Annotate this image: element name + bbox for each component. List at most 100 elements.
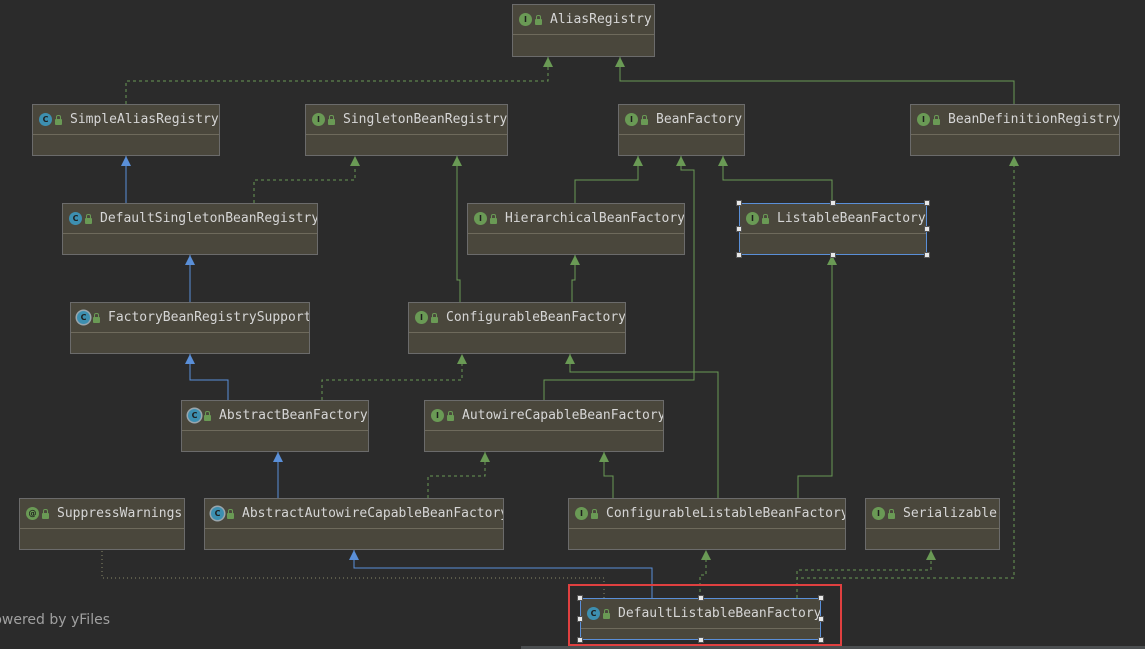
- edge-extends-interface: [571, 255, 576, 302]
- selection-handle[interactable]: [577, 616, 583, 622]
- node-header: I ConfigurableBeanFactory: [409, 303, 625, 333]
- edge-extends-interface: [722, 156, 833, 203]
- public-lock-icon: [55, 114, 62, 125]
- selection-handle[interactable]: [818, 616, 824, 622]
- public-lock-icon: [888, 508, 895, 519]
- arrowhead: [565, 354, 575, 364]
- watermark-text: Powered by yFiles: [0, 612, 110, 628]
- selection-handle[interactable]: [818, 637, 824, 643]
- node-label: AutowireCapableBeanFactory: [462, 408, 663, 423]
- node-header: I ConfigurableListableBeanFactory: [569, 499, 845, 529]
- arrowhead: [827, 255, 837, 265]
- node-suppress-warnings[interactable]: @SuppressWarnings: [19, 498, 185, 550]
- class-icon: C: [39, 113, 52, 126]
- selection-handle[interactable]: [924, 226, 930, 232]
- public-lock-icon: [227, 508, 234, 519]
- edge-extends-interface: [456, 156, 461, 302]
- node-label: AliasRegistry: [550, 12, 652, 27]
- edge-implements: [796, 156, 1015, 598]
- node-label: DefaultListableBeanFactory: [618, 606, 820, 621]
- abstract-icon: C: [188, 409, 201, 422]
- interface-icon: I: [519, 13, 532, 26]
- public-lock-icon: [93, 312, 100, 323]
- selection-handle[interactable]: [830, 200, 836, 206]
- node-label: SimpleAliasRegistry: [70, 112, 219, 127]
- public-lock-icon: [328, 114, 335, 125]
- public-lock-icon: [85, 213, 92, 224]
- node-header: @SuppressWarnings: [20, 499, 184, 529]
- public-lock-icon: [591, 508, 598, 519]
- edge-implements: [427, 452, 486, 498]
- public-lock-icon: [933, 114, 940, 125]
- node-label: FactoryBeanRegistrySupport: [108, 310, 309, 325]
- selection-handle[interactable]: [924, 200, 930, 206]
- selection-handle[interactable]: [818, 595, 824, 601]
- public-lock-icon: [490, 213, 497, 224]
- node-header: I ListableBeanFactory: [740, 204, 926, 234]
- node-listable-bean-factory[interactable]: I ListableBeanFactory: [739, 203, 927, 255]
- arrowhead: [543, 57, 553, 67]
- selection-handle[interactable]: [736, 200, 742, 206]
- selection-handle[interactable]: [830, 252, 836, 258]
- node-configurable-bean-factory[interactable]: I ConfigurableBeanFactory: [408, 302, 626, 354]
- interface-icon: I: [474, 212, 487, 225]
- interface-icon: I: [746, 212, 759, 225]
- edge-annotated: [101, 550, 605, 598]
- selection-handle[interactable]: [577, 595, 583, 601]
- interface-icon: I: [415, 311, 428, 324]
- interface-icon: I: [431, 409, 444, 422]
- node-label: ListableBeanFactory: [777, 211, 926, 226]
- interface-icon: I: [917, 113, 930, 126]
- selection-handle[interactable]: [577, 637, 583, 643]
- arrowhead: [1009, 156, 1019, 166]
- edge-extends-interface: [603, 452, 614, 498]
- horizontal-scrollbar[interactable]: [521, 646, 1145, 649]
- selection-handle[interactable]: [697, 637, 704, 643]
- node-configurable-listable-bean-factory[interactable]: I ConfigurableListableBeanFactory: [568, 498, 846, 550]
- node-label: SingletonBeanRegistry: [343, 112, 507, 127]
- arrowhead: [452, 156, 462, 166]
- annotation-icon: @: [26, 507, 39, 520]
- node-label: ConfigurableListableBeanFactory: [606, 506, 845, 521]
- arrowhead: [350, 156, 360, 166]
- arrowhead: [121, 156, 131, 166]
- edge-implements: [699, 550, 707, 598]
- selection-handle[interactable]: [924, 252, 930, 258]
- node-bean-definition-registry[interactable]: I BeanDefinitionRegistry: [910, 104, 1120, 156]
- node-label: ConfigurableBeanFactory: [446, 310, 625, 325]
- node-alias-registry[interactable]: I AliasRegistry: [512, 4, 655, 57]
- arrowhead: [457, 354, 467, 364]
- abstract-icon: C: [211, 507, 224, 520]
- selection-handle[interactable]: [736, 226, 742, 232]
- node-autowire-capable-bean-factory[interactable]: I AutowireCapableBeanFactory: [424, 400, 664, 452]
- interface-icon: I: [575, 507, 588, 520]
- node-label: Serializable: [903, 506, 997, 521]
- class-icon: C: [587, 607, 600, 620]
- public-lock-icon: [641, 114, 648, 125]
- node-simple-alias-registry[interactable]: C SimpleAliasRegistry: [32, 104, 220, 156]
- arrowhead: [633, 156, 643, 166]
- selection-handle[interactable]: [697, 595, 704, 601]
- node-label: BeanDefinitionRegistry: [948, 112, 1119, 127]
- selection-handle[interactable]: [736, 252, 742, 258]
- node-header: I AutowireCapableBeanFactory: [425, 401, 663, 431]
- edge-extends: [189, 354, 229, 400]
- public-lock-icon: [603, 608, 610, 619]
- edge-implements: [253, 156, 356, 203]
- edge-extends-interface: [574, 156, 639, 203]
